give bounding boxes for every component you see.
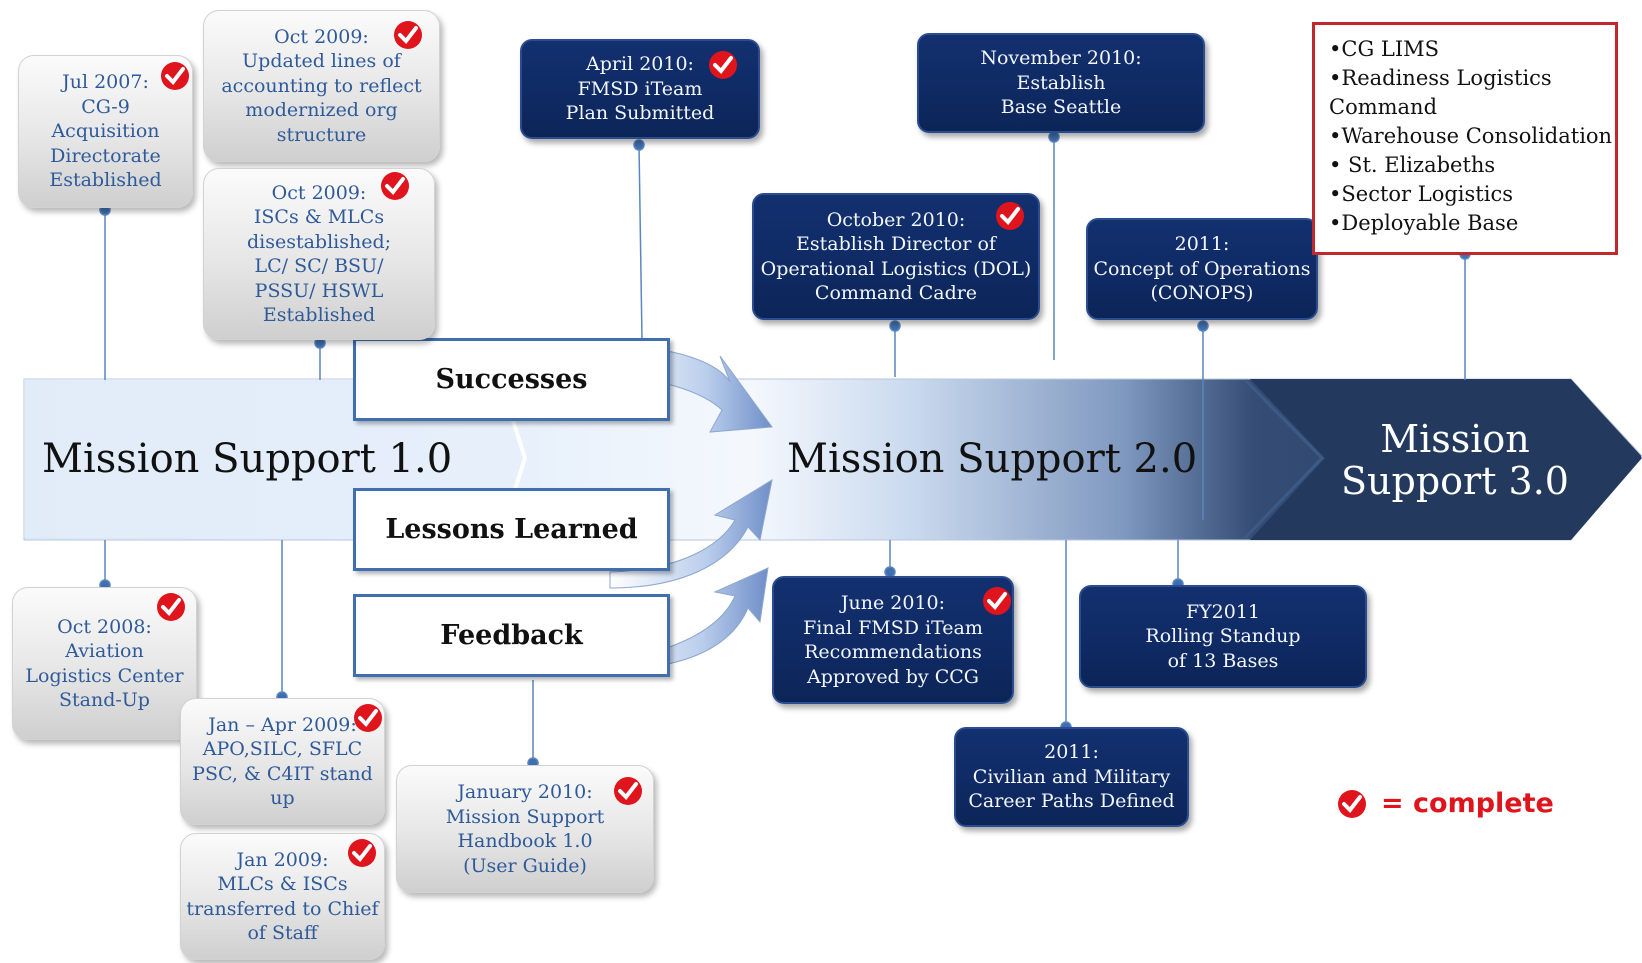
check-icon <box>996 202 1024 230</box>
milestone-apr2010-text: April 2010: FMSD iTeam Plan Submitted <box>565 53 715 125</box>
check-icon <box>354 704 382 732</box>
milestone-jul2007-text: Jul 2007: CG-9 Acquisition Directorate E… <box>49 71 162 192</box>
milestone-jan2010: January 2010: Mission Support Handbook 1… <box>396 765 654 893</box>
lessons-arrow <box>609 478 773 589</box>
ms3-title: Mission Support 3.0 <box>1340 418 1570 502</box>
connector-lines <box>99 131 1471 769</box>
milestone-oct2009-iscs: Oct 2009: ISCs & MLCs disestablished; LC… <box>203 168 435 340</box>
milestone-janapr2009: Jan – Apr 2009: APO,SILC, SFLC PSC, & C4… <box>180 698 385 825</box>
milestone-nov2010: November 2010: Establish Base Seattle <box>917 33 1205 133</box>
future-item: •CG LIMS <box>1329 37 1440 61</box>
check-icon <box>161 62 189 90</box>
milestone-career2011-text: 2011: Civilian and Military Career Paths… <box>968 741 1175 813</box>
future-item: Command <box>1329 95 1438 119</box>
milestone-fy2011-text: FY2011 Rolling Standup of 13 Bases <box>1145 600 1301 672</box>
check-icon <box>157 593 185 621</box>
ms1-title: Mission Support 1.0 <box>42 436 453 482</box>
ms3-title-line2: Support 3.0 <box>1341 459 1569 503</box>
milestone-jan2010-text: January 2010: Mission Support Handbook 1… <box>445 781 605 877</box>
successes-label: Successes <box>435 364 588 395</box>
check-icon <box>394 21 422 49</box>
check-icon <box>614 777 642 805</box>
legend: = complete <box>1337 788 1554 819</box>
future-item: •Sector Logistics <box>1329 182 1513 206</box>
check-icon <box>348 839 376 867</box>
ms3-chevron <box>1250 379 1642 540</box>
milestone-oct2009-accounting-text: Oct 2009: Updated lines of accounting to… <box>221 25 422 146</box>
future-items-box: •CG LIMS •Readiness Logistics Command •W… <box>1312 22 1618 255</box>
lessons-learned-label: Lessons Learned <box>385 514 638 545</box>
future-item: •Readiness Logistics <box>1329 66 1552 90</box>
ms3-title-line1: Mission <box>1380 417 1530 461</box>
milestone-nov2010-text: November 2010: Establish Base Seattle <box>980 47 1142 119</box>
feedback-label: Feedback <box>440 620 583 651</box>
check-icon <box>709 51 737 79</box>
milestone-fy2011: FY2011 Rolling Standup of 13 Bases <box>1079 585 1367 688</box>
milestone-jun2010-text: June 2010: Final FMSD iTeam Recommendati… <box>803 592 983 688</box>
ms2-title: Mission Support 2.0 <box>787 436 1198 482</box>
milestone-career2011: 2011: Civilian and Military Career Paths… <box>954 727 1189 827</box>
milestone-jan2009-text: Jan 2009: MLCs & ISCs transferred to Chi… <box>186 848 379 945</box>
future-item: •Deployable Base <box>1329 211 1519 235</box>
lessons-learned-box: Lessons Learned <box>353 488 670 571</box>
future-item: •Warehouse Consolidation <box>1329 124 1613 148</box>
future-item: • St. Elizabeths <box>1329 153 1496 177</box>
feedback-box: Feedback <box>353 594 670 677</box>
milestone-conops2011-text: 2011: Concept of Operations (CONOPS) <box>1093 233 1311 305</box>
milestone-conops2011: 2011: Concept of Operations (CONOPS) <box>1086 218 1318 320</box>
ms2-chevron-edge <box>1243 378 1325 540</box>
milestone-jun2010: June 2010: Final FMSD iTeam Recommendati… <box>772 576 1014 704</box>
successes-box: Successes <box>353 338 670 421</box>
milestone-janapr2009-text: Jan – Apr 2009: APO,SILC, SFLC PSC, & C4… <box>192 713 373 810</box>
check-icon <box>1338 789 1366 818</box>
milestone-oct2009-iscs-text: Oct 2009: ISCs & MLCs disestablished; LC… <box>246 181 392 327</box>
milestone-oct2008-text: Oct 2008: Aviation Logistics Center Stan… <box>25 615 184 712</box>
check-icon <box>381 172 409 200</box>
milestone-oct2010-text: October 2010: Establish Director of Oper… <box>760 208 1032 305</box>
legend-label: = complete <box>1381 788 1554 819</box>
check-icon <box>983 587 1011 615</box>
milestone-oct2010: October 2010: Establish Director of Oper… <box>752 193 1040 320</box>
